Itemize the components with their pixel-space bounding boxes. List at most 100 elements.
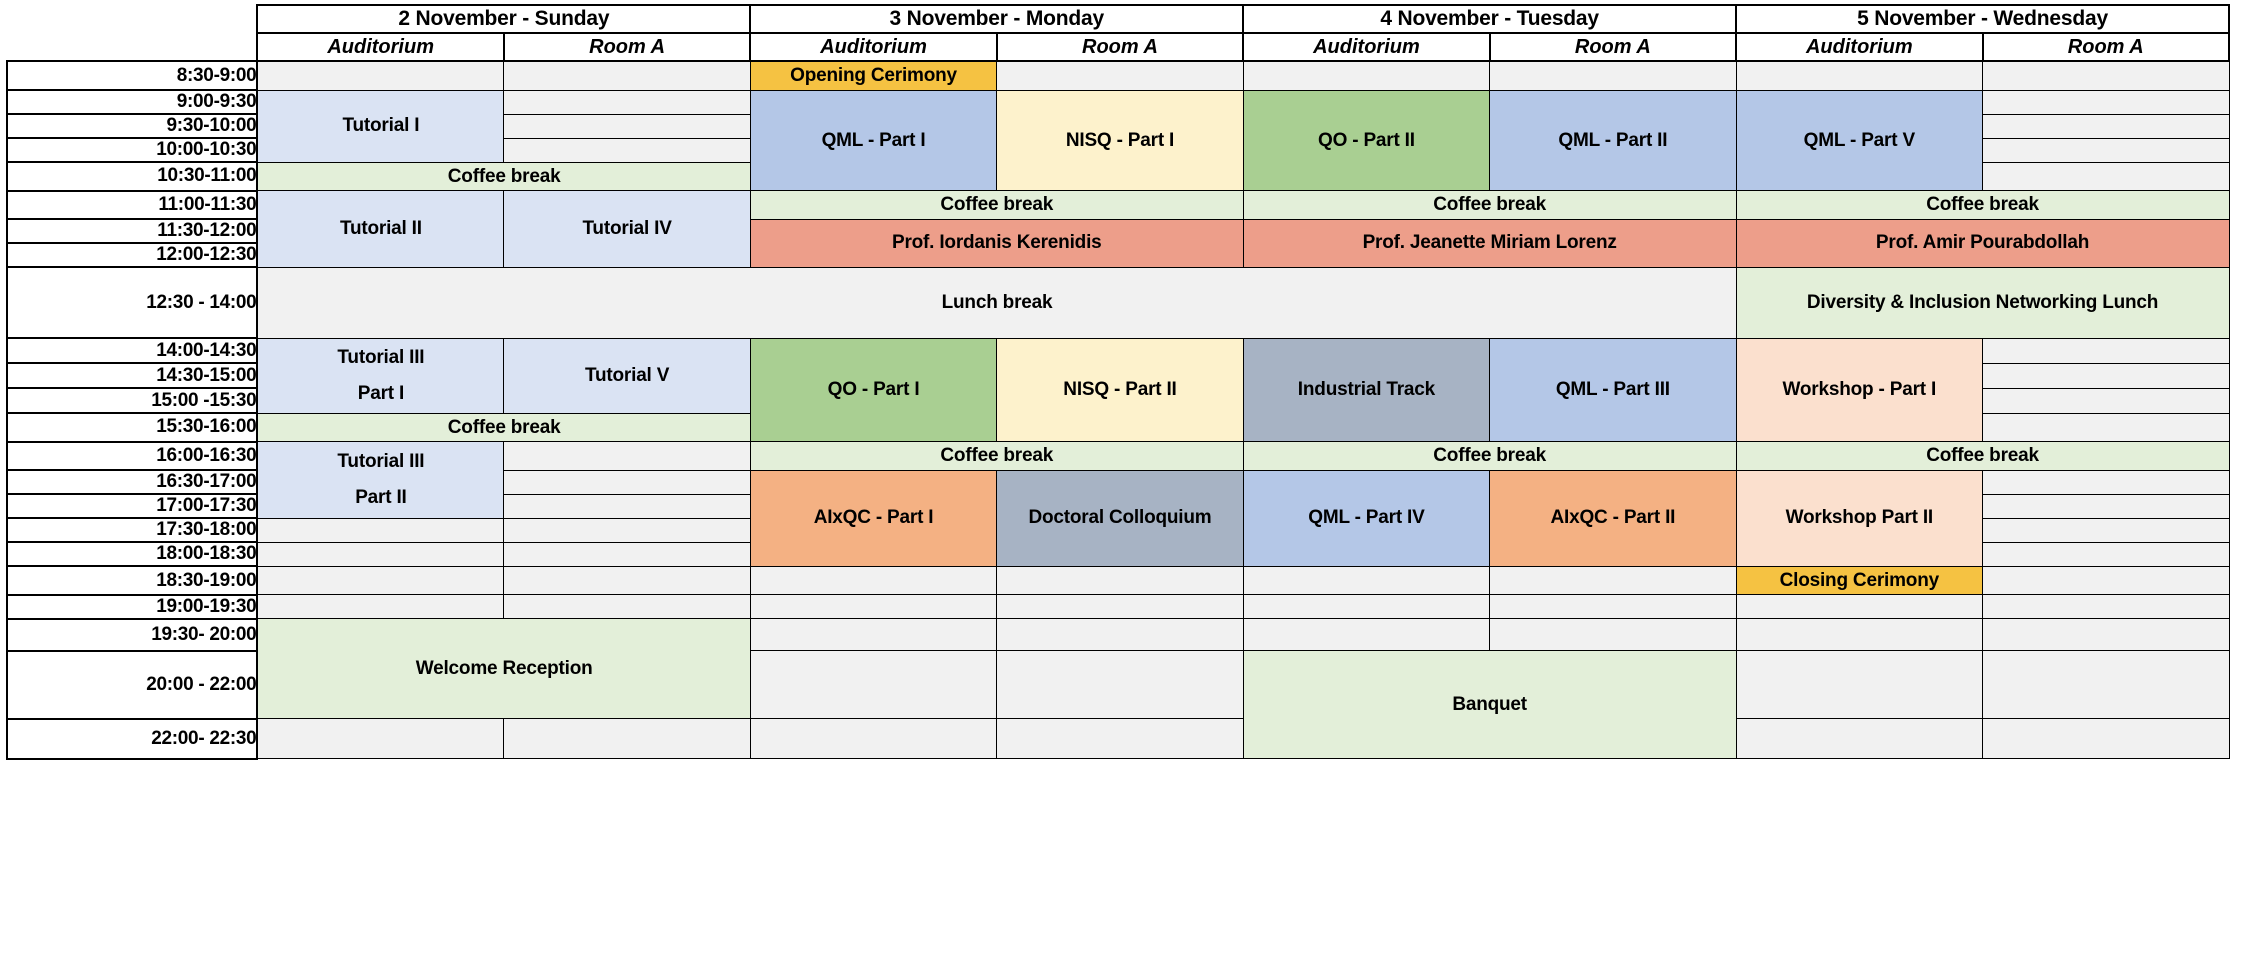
time-label: 10:00-10:30 <box>5 137 259 164</box>
slot-sun-rma-tutorial-5: Tutorial V <box>503 337 751 414</box>
slot-wed-diversity-inclusion-networking-lunch: Diversity & Inclusion Networking Lunch <box>1735 266 2230 339</box>
slot-sun-coffee-break-pm: Coffee break <box>256 412 751 443</box>
time-label: 14:30-15:00 <box>5 362 259 390</box>
room-header-mon-auditorium: Auditorium <box>749 32 998 62</box>
time-label: 17:00-17:30 <box>5 493 259 520</box>
time-label: 8:30-9:00 <box>5 59 259 92</box>
slot-wed-rma <box>1982 594 2230 620</box>
slot-mon-rma <box>996 650 1244 720</box>
day-header-sunday: 2 November - Sunday <box>256 4 752 34</box>
slot-tue-rma <box>1489 594 1737 620</box>
slot-wed-rma <box>1982 541 2230 567</box>
time-label: 10:30-11:00 <box>5 161 259 192</box>
slot-sun-rma-tutorial-4: Tutorial IV <box>503 190 751 268</box>
slot-sun-aud <box>256 718 505 760</box>
slot-mon-rma <box>996 565 1244 596</box>
row-1800: 18:00-18:30 <box>5 541 2230 568</box>
slot-wed-aud <box>1735 650 1984 720</box>
room-header-wed-room-a: Room A <box>1981 32 2231 62</box>
day-header-monday: 3 November - Monday <box>749 4 1245 34</box>
row-1400: 14:00-14:30 Tutorial III Part I Tutorial… <box>5 337 2230 443</box>
slot-mon-aud <box>749 618 998 652</box>
day-header-tuesday: 4 November - Tuesday <box>1242 4 1738 34</box>
time-label: 19:00-19:30 <box>5 593 259 620</box>
slot-tue-coffee-break-pm: Coffee break <box>1242 441 1737 471</box>
slot-sun-aud <box>256 594 505 620</box>
slot-wed-rma <box>1982 493 2230 519</box>
slot-wed-rma <box>1982 137 2230 163</box>
slot-sun-aud <box>256 541 505 567</box>
slot-wed-coffee-break-pm: Coffee break <box>1735 441 2230 471</box>
room-header-mon-room-a: Room A <box>995 32 1245 62</box>
time-label: 22:00- 22:30 <box>5 717 259 760</box>
time-label: 20:00 - 22:00 <box>5 649 259 720</box>
slot-sun-welcome-reception: Welcome Reception <box>256 618 751 720</box>
session-title-line-1: Tutorial III <box>337 347 425 369</box>
slot-sun-coffee-break: Coffee break <box>256 161 751 192</box>
slot-tue-aud <box>1242 594 1491 620</box>
slot-tue-aud <box>1242 565 1491 596</box>
slot-wed-rma <box>1982 650 2230 720</box>
slot-sun-rma <box>503 469 751 495</box>
header-corner <box>7 5 258 33</box>
slot-mon-rma <box>996 718 1244 760</box>
slot-wed-aud <box>1735 60 1984 91</box>
row-1700: 17:00-17:30 <box>5 493 2230 520</box>
slot-lunch-break: Lunch break <box>256 266 1737 339</box>
room-header-sun-auditorium: Auditorium <box>256 32 505 62</box>
slot-sun-rma <box>503 493 751 519</box>
slot-wed-coffee-break: Coffee break <box>1735 190 2230 220</box>
slot-sun-aud-tutorial-3-part-2: Tutorial III Part II <box>256 441 505 519</box>
slot-wed-aud-closing-cerimony: Closing Cerimony <box>1735 565 1984 596</box>
time-label: 15:30-16:00 <box>5 412 259 443</box>
slot-sun-rma <box>503 565 751 596</box>
slot-sun-rma <box>503 89 751 115</box>
header-days-row: 2 November - Sunday 3 November - Monday … <box>7 4 2230 34</box>
slot-sun-rma <box>503 541 751 567</box>
slot-wed-rma <box>1982 387 2230 414</box>
slot-wed-aud <box>1735 618 1984 652</box>
time-label: 11:00-11:30 <box>5 189 259 221</box>
header-rooms-row: Auditorium Room A Auditorium Room A Audi… <box>7 32 2231 62</box>
slot-sun-rma <box>503 113 751 139</box>
slot-mon-aud-aixqc-part-1: AIxQC - Part I <box>749 469 998 567</box>
time-label: 12:00-12:30 <box>5 242 259 269</box>
row-0830: 8:30-9:00 Opening Cerimony <box>5 59 2230 92</box>
slot-sun-rma <box>503 60 751 91</box>
conference-schedule-table: 2 November - Sunday 3 November - Monday … <box>5 4 2231 760</box>
slot-wed-aud-workshop-part-2: Workshop Part II <box>1735 469 1984 567</box>
row-1900: 19:00-19:30 <box>5 593 2230 620</box>
row-1200: 12:00-12:30 <box>5 242 2229 269</box>
slot-mon-coffee-break-pm: Coffee break <box>749 441 1244 471</box>
slot-sun-aud <box>256 60 505 91</box>
slot-tue-keynote-lorenz: Prof. Jeanette Miriam Lorenz <box>1242 218 1737 268</box>
slot-wed-rma <box>1982 337 2230 364</box>
slot-tue-rma-qml-part-2: QML - Part II <box>1489 89 1737 192</box>
row-1500: 15:00 -15:30 <box>5 387 2230 415</box>
time-label: 12:30 - 14:00 <box>5 266 259 340</box>
slot-wed-rma <box>1982 161 2230 192</box>
slot-mon-rma <box>996 60 1244 91</box>
session-title-line-2: Part II <box>355 486 407 508</box>
time-label: 18:00-18:30 <box>5 541 259 568</box>
slot-tue-rma-aixqc-part-2: AIxQC - Part II <box>1489 469 1737 567</box>
slot-tue-rma-qml-part-3: QML - Part III <box>1489 337 1737 443</box>
row-1830: 18:30-19:00 Closing Cerimony <box>5 565 2230 596</box>
time-label: 16:30-17:00 <box>5 469 259 496</box>
slot-sun-aud-tutorial-1: Tutorial I <box>256 89 505 163</box>
slot-mon-aud-opening-cerimony: Opening Cerimony <box>749 60 998 91</box>
room-header-tue-room-a: Room A <box>1488 32 1738 62</box>
time-label: 11:30-12:00 <box>5 218 259 245</box>
room-header-wed-auditorium: Auditorium <box>1735 32 1984 62</box>
slot-wed-rma <box>1982 60 2230 91</box>
slot-mon-keynote-kerenidis: Prof. Iordanis Kerenidis <box>749 218 1244 268</box>
row-1630: 16:30-17:00 AIxQC - Part I Doctoral Coll… <box>5 469 2230 567</box>
slot-wed-rma <box>1982 718 2230 760</box>
room-header-tue-auditorium: Auditorium <box>1242 32 1491 62</box>
slot-wed-rma <box>1982 412 2230 443</box>
time-label: 16:00-16:30 <box>5 440 259 472</box>
time-label: 18:30-19:00 <box>5 565 259 596</box>
slot-sun-aud <box>256 517 505 543</box>
slot-sun-rma <box>503 137 751 163</box>
slot-sun-rma <box>503 594 751 620</box>
